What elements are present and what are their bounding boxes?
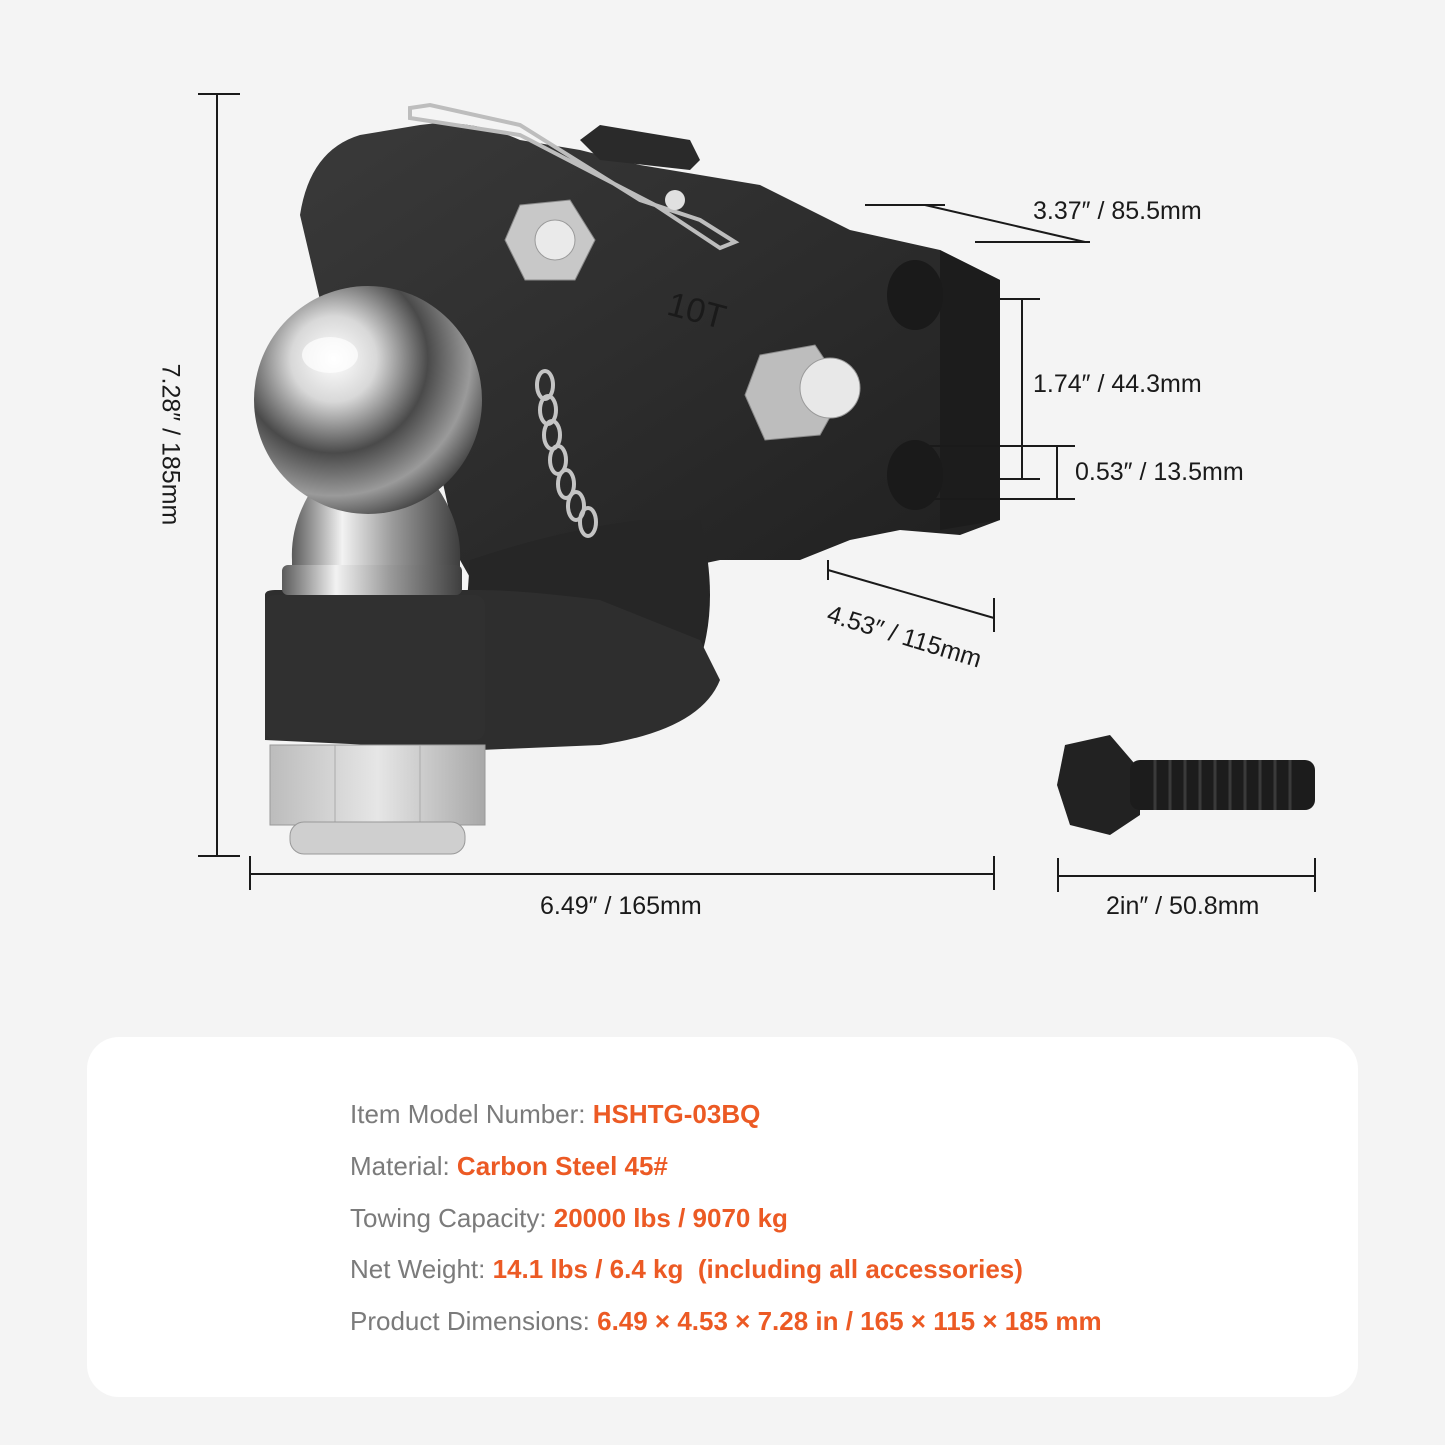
spec-value: 20000 lbs / 9070 kg [553,1203,788,1233]
dimension-hole-diameter-label: 0.53″ / 13.5mm [1075,458,1244,486]
spec-row-net-weight: Net Weight: 14.1 lbs / 6.4 kg (including… [350,1254,1023,1285]
accessory-bolt-icon [1057,735,1315,835]
hitch-illustration: 10T [198,93,1316,892]
lower-bolt-icon [744,344,861,441]
spec-label: Net Weight: [350,1254,493,1284]
spec-label: Towing Capacity: [350,1203,554,1233]
product-diagram: 10T [156,93,1316,920]
hitch-body [265,123,1000,750]
dimension-lines [198,93,1316,892]
dimension-hole-spacing-label: 1.74″ / 44.3mm [1033,370,1202,398]
spec-value: Carbon Steel 45# [456,1151,668,1181]
spec-card: Item Model Number: HSHTG-03BQ Material: … [87,1037,1358,1397]
spec-label: Material: [350,1151,457,1181]
mount-hole-bottom [887,440,943,510]
dimension-height-label: 7.28″ / 185mm [156,363,185,526]
dimension-length-label: 6.49″ / 165mm [540,892,702,920]
spec-row-model: Item Model Number: HSHTG-03BQ [350,1099,760,1130]
safety-pin-icon [408,102,740,251]
spec-value: HSHTG-03BQ [592,1099,761,1129]
ball-nut-icon [269,744,486,855]
spec-row-material: Material: Carbon Steel 45# [350,1151,668,1182]
spec-row-towing-capacity: Towing Capacity: 20000 lbs / 9070 kg [350,1203,788,1234]
mount-hole-top [887,260,943,330]
hitch-ball-icon [254,286,482,595]
pin-ring [665,190,685,210]
upper-bolt-icon [504,199,596,281]
spec-row-dimensions: Product Dimensions: 6.49 × 4.53 × 7.28 i… [350,1306,1102,1337]
spec-label: Item Model Number: [350,1099,593,1129]
chain-icon [535,369,598,538]
dimension-mount-width-label: 3.37″ / 85.5mm [1033,197,1202,225]
spec-label: Product Dimensions: [350,1306,598,1336]
spec-value: 6.49 × 4.53 × 7.28 in / 165 × 115 × 185 … [597,1306,1102,1336]
spec-value: 14.1 lbs / 6.4 kg (including all accesso… [492,1254,1023,1284]
dimension-bolt-label: 2in″ / 50.8mm [1106,892,1260,920]
